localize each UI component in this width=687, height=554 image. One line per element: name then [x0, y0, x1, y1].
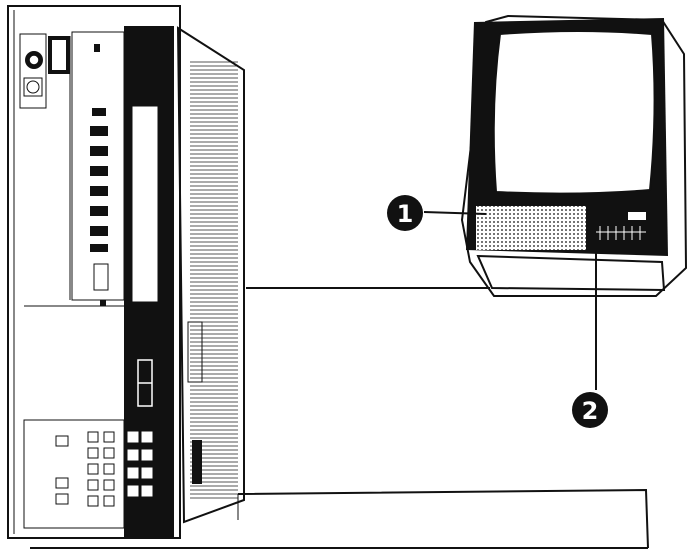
vcr [7, 5, 245, 539]
lower-buttons [55, 431, 153, 507]
clock-display [130, 356, 164, 410]
shelf [30, 287, 649, 549]
tv-channel-buttons [596, 212, 646, 240]
television [460, 14, 687, 297]
callout-1-label: 1 [397, 200, 414, 228]
callout-2-label: 2 [582, 397, 599, 425]
callout-1: 1 [387, 195, 487, 231]
callout-2: 2 [572, 244, 608, 428]
